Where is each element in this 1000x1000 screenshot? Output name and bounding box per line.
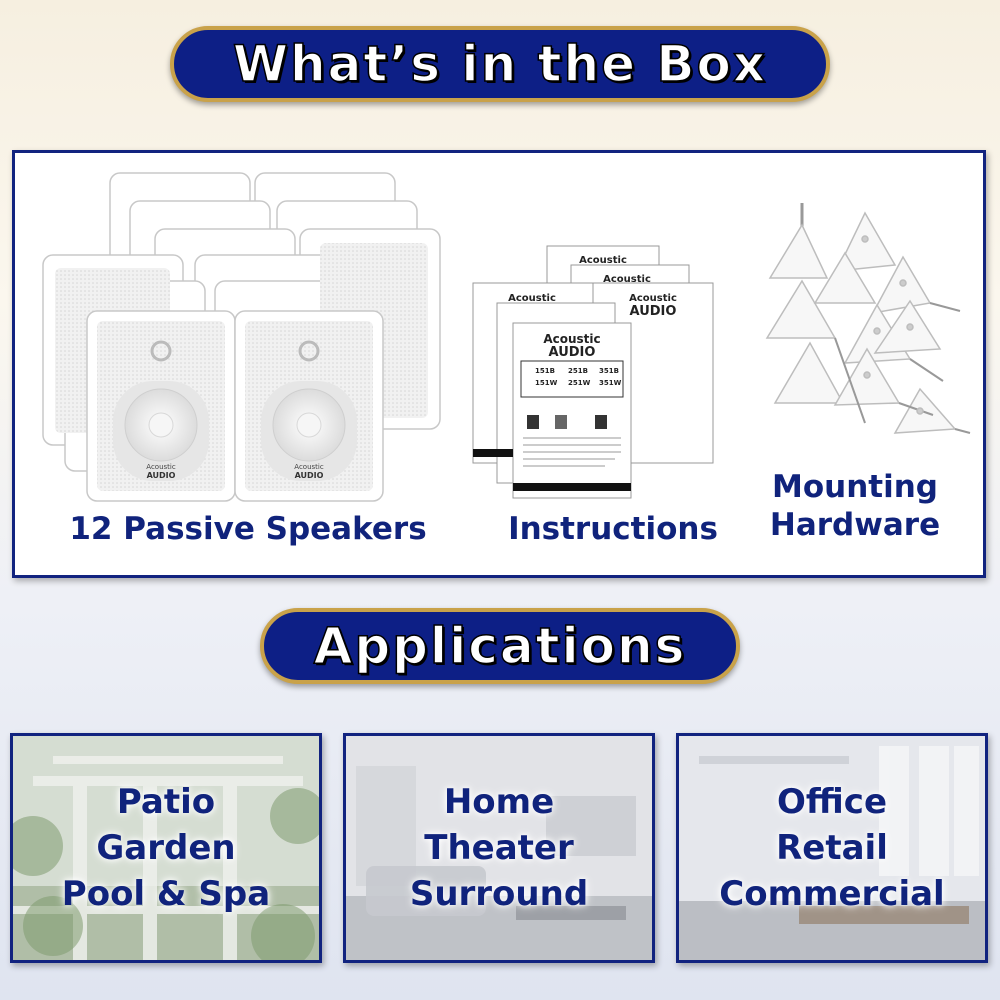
manual-model-2: 251B <box>568 367 588 375</box>
front-speaker-right: Acoustic AUDIO <box>234 310 384 502</box>
svg-text:Acoustic: Acoustic <box>579 255 627 266</box>
home-line-2: Theater <box>424 828 574 868</box>
manual-front: Acoustic AUDIO 151B 251B 351B 151W 251W … <box>473 332 631 491</box>
home-line-3: Surround <box>409 874 589 914</box>
box-contents-illustration: Acoustic AUDIO Acoustic AUDIO Acoustic A… <box>42 172 971 502</box>
home-theater-background-image <box>346 736 652 960</box>
instructions-caption: Instructions <box>508 511 718 547</box>
manual-brand-1: Acoustic <box>543 332 600 346</box>
patio-line-2: Garden <box>96 828 236 868</box>
applications-title: Applications <box>313 616 687 676</box>
speakers-caption: 12 Passive Speakers <box>69 511 427 547</box>
whats-in-the-box-banner: What’s in the Box <box>170 26 830 102</box>
manual-model-1: 151B <box>535 367 555 375</box>
speaker-brand-right-1: Acoustic <box>294 463 324 471</box>
svg-text:Acoustic: Acoustic <box>629 293 677 304</box>
box-title: What’s in the Box <box>232 34 768 94</box>
svg-text:AUDIO: AUDIO <box>630 304 677 319</box>
mounting-caption: Mounting Hardware <box>755 469 955 545</box>
application-card-office: Office Retail Commercial <box>676 733 988 963</box>
patio-line-3: Pool & Spa <box>61 874 271 914</box>
office-line-1: Office <box>776 782 888 822</box>
mounting-hardware <box>765 203 971 434</box>
office-line-2: Retail <box>776 828 888 868</box>
manual-model-4: 151W <box>535 379 558 387</box>
applications-banner: Applications <box>260 608 740 684</box>
manual-brand-2: AUDIO <box>549 345 596 360</box>
manual-model-5: 251W <box>568 379 591 387</box>
box-contents-panel: Acoustic AUDIO Acoustic AUDIO Acoustic A… <box>12 150 986 578</box>
office-background-image <box>679 736 985 960</box>
mounting-caption-line-2: Hardware <box>769 506 941 543</box>
instruction-manuals <box>472 245 714 499</box>
svg-text:Acoustic: Acoustic <box>603 274 651 285</box>
mounting-caption-line-1: Mounting <box>772 469 938 505</box>
office-line-3: Commercial <box>719 874 945 914</box>
home-line-1: Home <box>443 782 555 822</box>
manual-model-3: 351B <box>599 367 619 375</box>
manual-back-labels: Acoustic Acoustic Acoustic Acoustic AUDI… <box>508 255 677 319</box>
patio-background-image <box>13 736 319 960</box>
application-card-patio: Patio Garden Pool & Spa <box>10 733 322 963</box>
front-speaker-left: Acoustic AUDIO <box>86 310 236 502</box>
speaker-brand-right-2: AUDIO <box>295 471 324 480</box>
speaker-brand-left-1: Acoustic <box>146 463 176 471</box>
speaker-brand-left-2: AUDIO <box>147 471 176 480</box>
patio-line-1: Patio <box>116 782 216 822</box>
manual-model-6: 351W <box>599 379 622 387</box>
application-card-home-theater: Home Theater Surround <box>343 733 655 963</box>
svg-text:Acoustic: Acoustic <box>508 293 556 304</box>
